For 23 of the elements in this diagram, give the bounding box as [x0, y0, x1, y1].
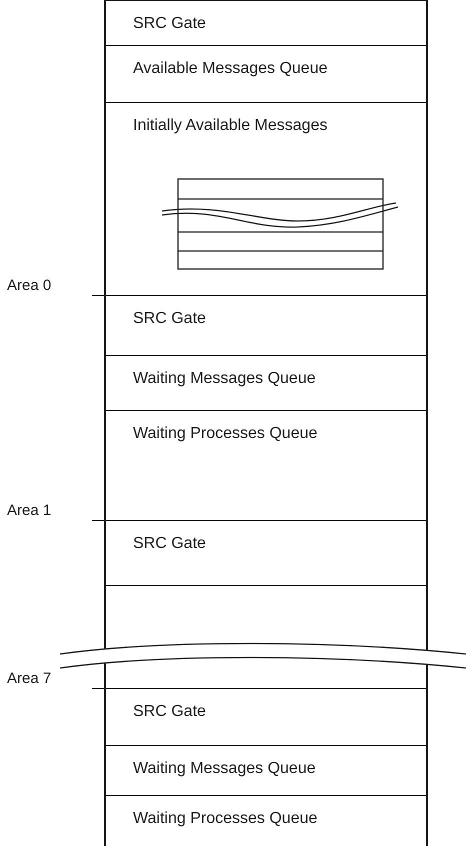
- area-label: Waiting Processes Queue: [133, 810, 318, 828]
- memory-area-box: [104, 795, 428, 846]
- area-label: Area 1: [7, 502, 52, 519]
- area-label: Waiting Messages Queue: [133, 760, 316, 778]
- area-label: Area 7: [7, 670, 52, 687]
- area-label: Initially Available Messages: [133, 117, 328, 135]
- area-label: SRC Gate: [133, 310, 206, 328]
- memory-area-box: [104, 102, 428, 296]
- area-label: Area 0: [7, 277, 52, 294]
- memory-area-box: [104, 745, 428, 796]
- area-label: Waiting Processes Queue: [133, 425, 318, 443]
- memory-area-box: [104, 0, 428, 46]
- area-label: SRC Gate: [133, 703, 206, 721]
- memory-area-box: [104, 295, 428, 356]
- area-label: SRC Gate: [133, 15, 206, 33]
- area-label: Waiting Messages Queue: [133, 370, 316, 388]
- area-label: Available Messages Queue: [133, 60, 328, 78]
- area-label: SRC Gate: [133, 535, 206, 553]
- memory-area-box: [104, 410, 428, 521]
- memory-area-box: [104, 520, 428, 586]
- memory-area-box: [104, 688, 428, 746]
- memory-area-box: [104, 45, 428, 103]
- memory-area-box: [104, 355, 428, 411]
